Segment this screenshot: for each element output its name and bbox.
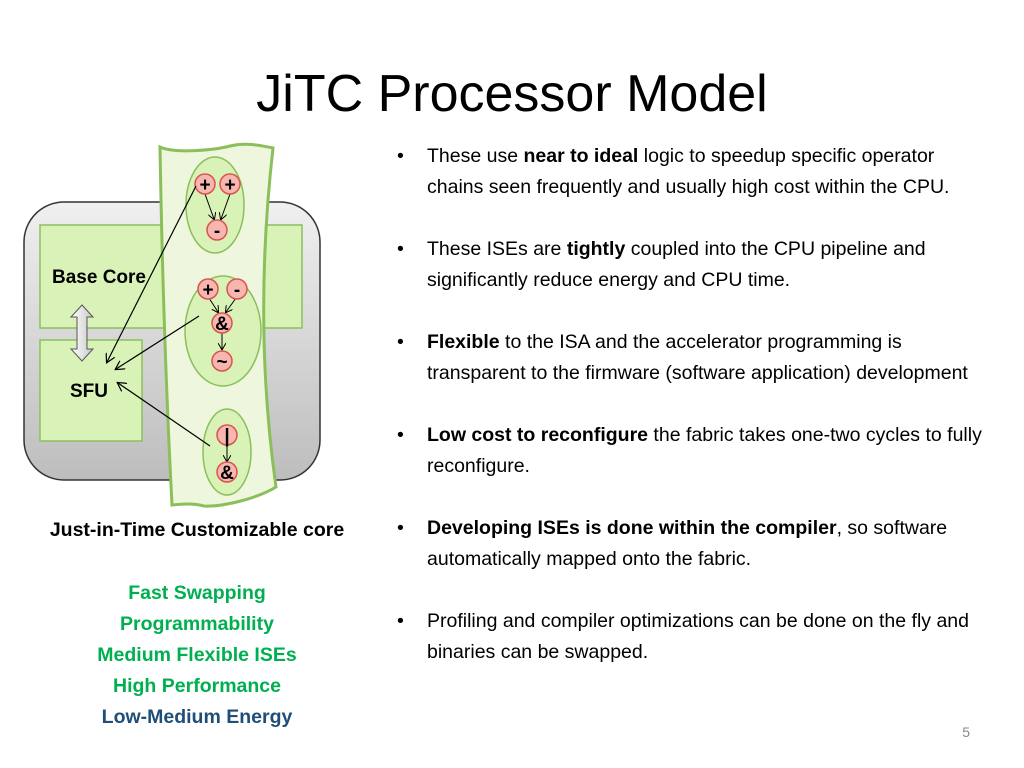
bullet-list: These use near to ideal logic to speedup… xyxy=(397,141,987,699)
bullet-item: Profiling and compiler optimizations can… xyxy=(397,606,987,668)
op-node-label: ~ xyxy=(216,352,227,373)
oval-3-nodes: | & xyxy=(216,424,238,484)
op-node-label: + xyxy=(224,175,235,196)
sfu-label: SFU xyxy=(70,381,108,402)
op-node xyxy=(197,278,219,300)
page-number: 5 xyxy=(962,724,970,740)
sfu-connection-arrows xyxy=(107,185,211,447)
op-node-label: & xyxy=(220,463,234,484)
op-node xyxy=(194,173,216,195)
feature-list: Fast Swapping Programmability Medium Fle… xyxy=(22,578,372,733)
op-node xyxy=(211,312,233,334)
oval-internal-arrows xyxy=(204,193,237,461)
feature-fast-swapping: Fast Swapping xyxy=(128,582,266,604)
bullet-item: Developing ISEs is done within the compi… xyxy=(397,513,987,575)
feature-low-medium-energy: Low-Medium Energy xyxy=(101,706,293,728)
op-node xyxy=(216,461,238,483)
op-node-label: & xyxy=(215,314,229,335)
core-sfu-double-arrow xyxy=(69,304,95,362)
feature-programmability: Programmability xyxy=(120,613,274,635)
bullet-item: Low cost to reconfigure the fabric takes… xyxy=(397,420,987,482)
op-node xyxy=(206,219,228,241)
oval-2-nodes: + - & ~ xyxy=(197,278,248,373)
feature-high-performance: High Performance xyxy=(113,675,281,697)
op-node xyxy=(226,278,248,300)
op-node xyxy=(216,424,238,446)
op-node xyxy=(211,350,233,372)
bullet-item: Flexible to the ISA and the accelerator … xyxy=(397,327,987,389)
bullet-item: These ISEs are tightly coupled into the … xyxy=(397,234,987,296)
op-node xyxy=(219,173,241,195)
base-core-label: Base Core xyxy=(52,267,146,288)
bullet-item: These use near to ideal logic to speedup… xyxy=(397,141,987,203)
op-node-label: | xyxy=(224,426,229,447)
op-node-label: - xyxy=(214,221,220,242)
slide-title: JiTC Processor Model xyxy=(256,65,768,123)
oval-1-nodes: + + - xyxy=(194,173,241,242)
op-node-label: + xyxy=(202,280,213,301)
op-node-label: + xyxy=(199,175,210,196)
op-node-label: - xyxy=(234,280,240,301)
feature-medium-flexible-ises: Medium Flexible ISEs xyxy=(97,644,297,666)
diagram-caption: Just-in-Time Customizable core xyxy=(49,519,345,541)
